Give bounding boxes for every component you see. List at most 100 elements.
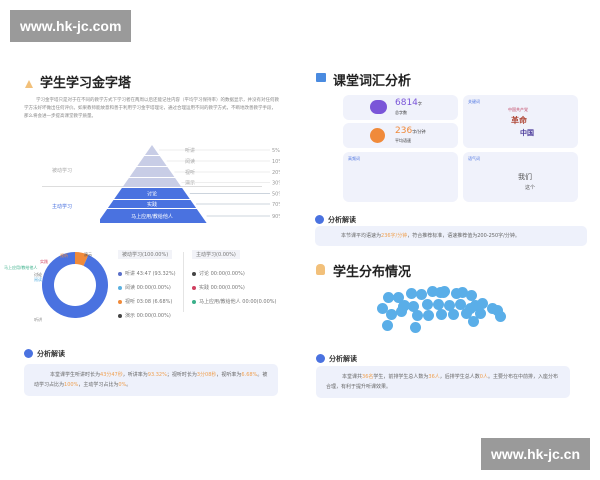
legend-dot xyxy=(192,299,196,304)
level-name: 阅读 xyxy=(185,158,195,165)
watermark-top: www.hk-jc.com xyxy=(10,10,132,42)
legend-dot xyxy=(118,271,122,276)
pyramid-level xyxy=(137,156,167,166)
legend-item: 阅读 00:00(0.00%) xyxy=(118,284,171,291)
frequent-words-cloud: 高频词 xyxy=(343,152,458,202)
legend-dot xyxy=(192,271,196,276)
cloud-label: 高频词 xyxy=(348,156,360,161)
student-seat xyxy=(461,308,472,319)
pyramid-level xyxy=(145,145,159,155)
legend-dot xyxy=(118,313,122,318)
t: ，主动学习占比为 xyxy=(78,382,119,388)
level-name: 听讲 xyxy=(185,147,195,154)
legend-text: 讨论 00:00(0.00%) xyxy=(199,271,245,277)
pyramid-level xyxy=(122,178,182,187)
retention-rate: 30% xyxy=(272,181,280,187)
chat-icon xyxy=(370,100,387,114)
level-name: 实践 xyxy=(147,201,157,208)
student-seat xyxy=(386,309,397,320)
unit: 字/分钟 xyxy=(412,129,426,134)
pyramid-chart: 5%听讲10%阅读20%视听30%演示50%讨论70%实践90%马上应用/教给他… xyxy=(100,145,280,223)
student-seat xyxy=(457,287,468,298)
legend-item: 实践 00:00(0.00%) xyxy=(192,284,245,291)
t: 学生，前排学生总人数为 xyxy=(373,374,429,380)
t: 本堂课学生听讲时长为 xyxy=(50,372,101,378)
student-seat xyxy=(382,320,393,331)
level-name: 马上应用/教给他人 xyxy=(131,213,173,220)
legend-text: 演示 00:00(0.00%) xyxy=(125,313,171,319)
unit: 字 xyxy=(417,101,422,106)
active-header: 主动学习(0.00%) xyxy=(192,250,240,259)
retention-rate: 5% xyxy=(272,148,280,154)
donut-label: 阅读 xyxy=(34,277,42,282)
student-seat xyxy=(410,322,421,333)
word: 中国共产党 xyxy=(508,107,528,112)
cloud-label: 语气词 xyxy=(468,156,480,161)
level-name: 演示 xyxy=(185,180,195,187)
watermark-bottom: www.hk-jc.cn xyxy=(481,438,590,470)
legend-divider xyxy=(183,252,184,312)
legend-item: 视听 03:08 (6.68%) xyxy=(118,298,172,305)
analysis-icon xyxy=(315,215,324,224)
student-seat xyxy=(423,310,434,321)
t: 。被动学习占比为 xyxy=(34,372,268,388)
t: 本堂课共 xyxy=(342,374,363,380)
retention-rate: 50% xyxy=(272,192,280,198)
donut-slice-视听 xyxy=(75,252,89,266)
retention-rate: 10% xyxy=(272,159,280,165)
word: 我们 xyxy=(518,173,532,181)
analysis-vocab: 本节课平均语速为236字/分钟，符合推荐标准，语速推荐值为200-250字/分钟… xyxy=(315,226,587,246)
student-seat xyxy=(377,303,388,314)
student-seat xyxy=(495,311,506,322)
student-seat xyxy=(396,306,407,317)
student-seat xyxy=(468,316,479,327)
analysis-icon xyxy=(316,354,325,363)
student-seat xyxy=(406,288,417,299)
pyramid-level xyxy=(100,209,207,223)
book-icon xyxy=(316,73,326,82)
total-label: 总字数 xyxy=(395,110,407,115)
analysis-title: 分析解读 xyxy=(37,350,65,358)
donut-label: 听讲 xyxy=(34,317,42,322)
v: 36人 xyxy=(428,374,440,380)
v: 236字/分钟 xyxy=(381,233,408,239)
analysis-title: 分析解读 xyxy=(328,216,356,224)
donut-chart xyxy=(42,252,108,318)
student-seat xyxy=(477,298,488,309)
legend-dot xyxy=(118,285,122,290)
legend-item: 听讲 43:47 (93.32%) xyxy=(118,270,176,277)
active-label: 主动学习 xyxy=(52,204,73,210)
pyramid-level xyxy=(107,200,197,208)
student-seat xyxy=(455,299,466,310)
passive-label: 被动学习 xyxy=(52,168,73,174)
v: 36名 xyxy=(362,374,374,380)
retention-rate: 90% xyxy=(272,214,280,220)
legend-text: 阅读 00:00(0.00%) xyxy=(125,285,171,291)
student-seat xyxy=(448,309,459,320)
legend-text: 马上应用/教给他人 00:00(0.00%) xyxy=(199,299,277,305)
t: ；视听时长为 xyxy=(166,372,197,378)
donut-label: 实践 xyxy=(40,259,48,264)
keywords-cloud: 关键词 中国共产党 革命 中国 xyxy=(463,95,578,148)
t: ，符合推荐标准，语速推荐值为200-250字/分钟。 xyxy=(407,233,520,239)
student-seat xyxy=(427,286,438,297)
student-seat xyxy=(466,290,477,301)
t: ，听讲率为 xyxy=(122,372,148,378)
donut-slice-听讲 xyxy=(42,252,108,318)
passive-header: 被动学习(100.00%) xyxy=(118,250,173,259)
donut-label: 演示 xyxy=(84,252,92,257)
sound-icon xyxy=(370,128,385,143)
t: ，后排学生总人数 xyxy=(439,374,480,380)
legend-text: 听讲 43:47 (93.32%) xyxy=(125,271,176,277)
donut-label: 视听 xyxy=(60,253,68,258)
t: 。 xyxy=(126,382,132,388)
v: 0% xyxy=(118,382,127,388)
student-seat xyxy=(465,303,476,314)
student-seat xyxy=(422,299,433,310)
student-seat xyxy=(399,300,410,311)
legend-text: 实践 00:00(0.00%) xyxy=(199,285,245,291)
v: 3分08秒 xyxy=(196,372,217,378)
t: 。主要分布在中前排，入座分布合理，有利于提升听课效果。 xyxy=(326,374,558,390)
level-name: 讨论 xyxy=(147,191,157,198)
student-seat xyxy=(451,288,462,299)
